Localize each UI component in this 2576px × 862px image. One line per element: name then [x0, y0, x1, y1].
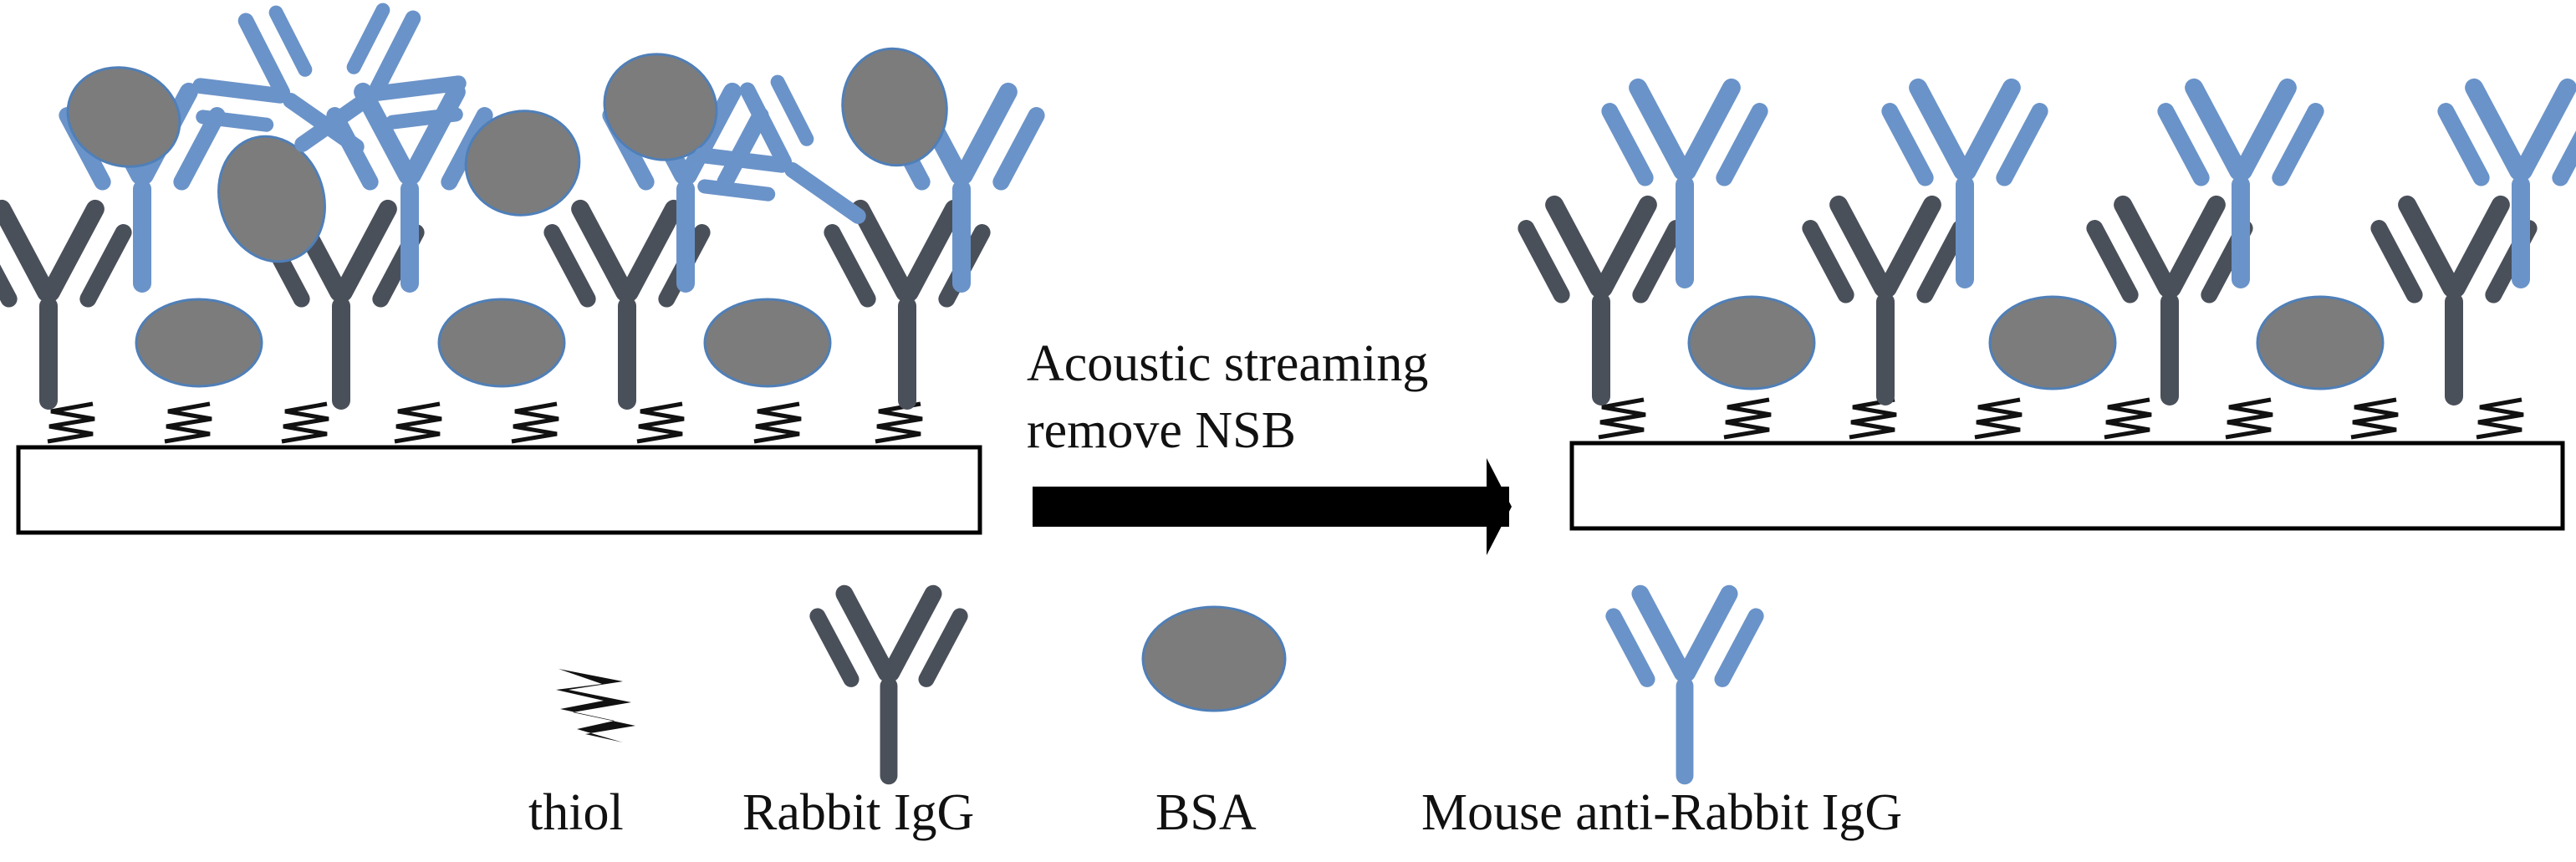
process-arrow — [1033, 458, 1512, 555]
right-panel-after — [1514, 75, 2576, 531]
left-panel-before — [0, 0, 1048, 535]
legend-bsa-icon — [1141, 605, 1287, 712]
right-bsa-on-surface — [1687, 295, 2385, 390]
legend-thiol-label: thiol — [528, 784, 624, 841]
legend-rabbit-igg-icon — [807, 582, 971, 785]
step-label-line2: remove NSB — [1027, 402, 1296, 459]
right-substrate — [1569, 441, 2565, 531]
legend-thiol-icon — [556, 669, 635, 742]
left-floating-bsa — [66, 47, 948, 263]
legend-mouse-igg-label: Mouse anti-Rabbit IgG — [1421, 784, 1902, 841]
right-thiol-layer — [1599, 400, 2523, 437]
legend: thiol Rabbit IgG BSA Mouse anti-Rabbit I… — [528, 582, 1902, 841]
left-thiol-layer — [48, 404, 922, 441]
legend-mouse-igg-icon — [1603, 582, 1767, 785]
legend-rabbit-igg-label: Rabbit IgG — [742, 784, 974, 841]
left-bsa-on-surface — [135, 298, 832, 388]
legend-bsa-label: BSA — [1155, 784, 1257, 841]
step-label-line1: Acoustic streaming — [1027, 335, 1428, 392]
left-substrate — [16, 445, 982, 535]
